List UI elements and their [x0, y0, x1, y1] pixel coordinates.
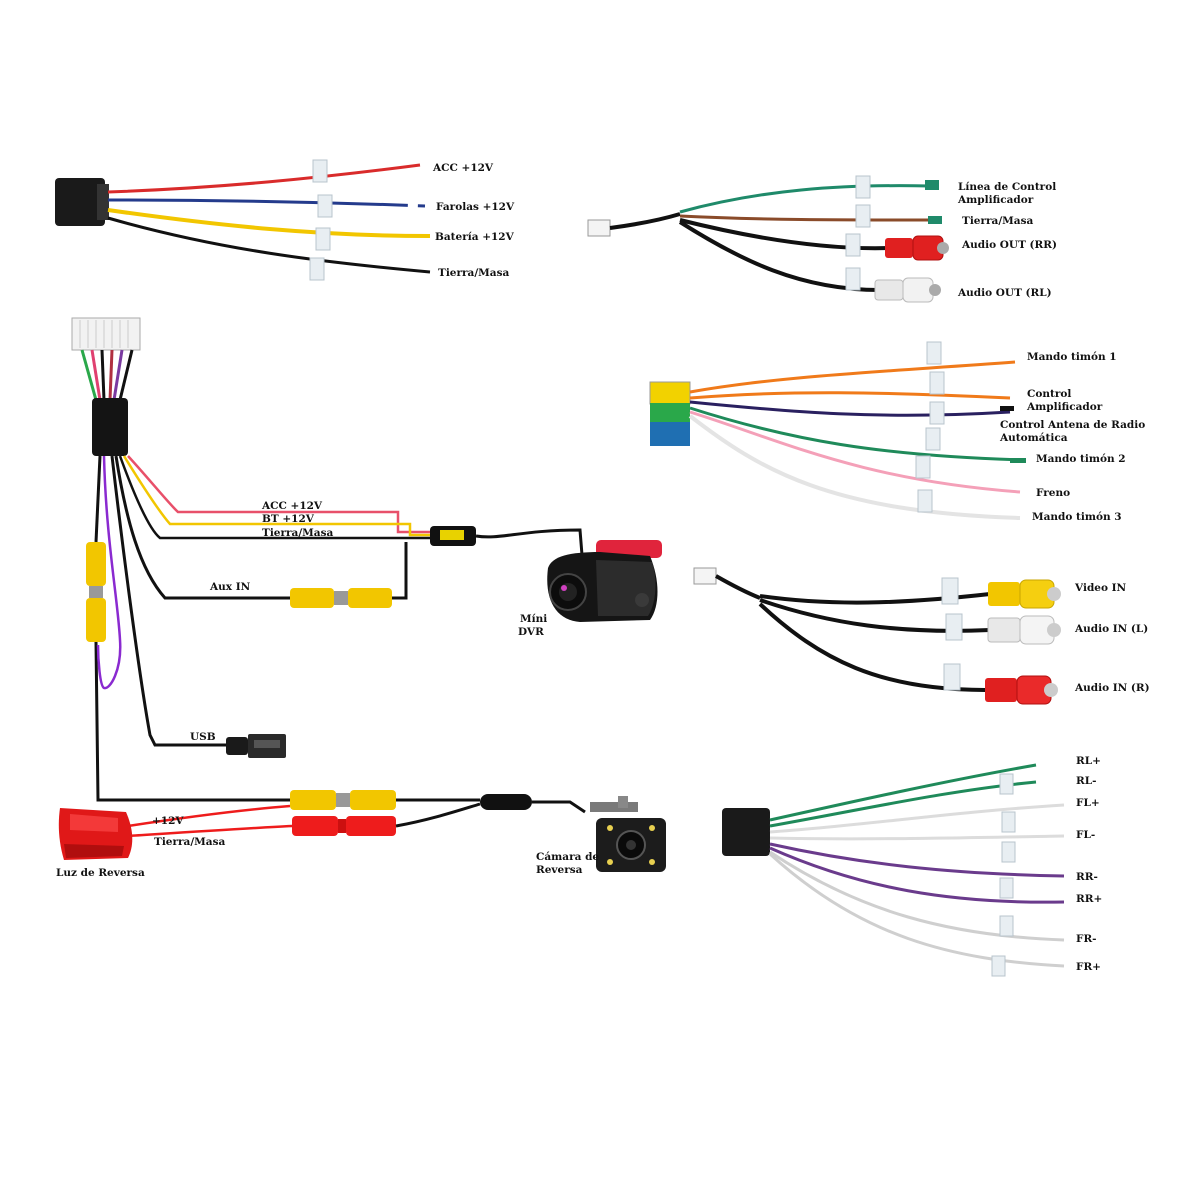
wire-fl-plus: [769, 803, 1065, 834]
amp-plug: [587, 219, 611, 237]
label-fr-plus: FR+: [1076, 961, 1101, 973]
label-mando-2: Mando timón 2: [1036, 453, 1126, 465]
label-video-in: Video IN: [1074, 582, 1127, 594]
label-rr-minus: RR-: [1076, 871, 1098, 883]
speaker-connector: [722, 808, 770, 856]
wire-control-line: [679, 184, 931, 214]
aux-rca-pair: [290, 588, 392, 608]
label-dvr-2: DVR: [518, 626, 544, 638]
label-rl-plus: RL+: [1076, 755, 1101, 767]
wire-antena: [689, 400, 1011, 417]
rca-video-in: [988, 579, 1061, 609]
wire-tierra: [107, 216, 431, 274]
label-farolas: Farolas +12V: [436, 201, 515, 213]
label-mando-3: Mando timón 3: [1032, 511, 1122, 523]
wire-fr-minus: [769, 850, 1065, 942]
label-control-amp: Control: [1027, 388, 1071, 400]
label-control-line-2: Amplificador: [957, 194, 1034, 206]
wire-mando-2: [689, 406, 1026, 462]
rca-audio-in-r: [985, 675, 1058, 705]
label-control-amp-2: Amplificador: [1026, 401, 1103, 413]
wire-farolas: [107, 198, 426, 208]
label-reverse-plus: +12V: [152, 815, 184, 827]
label-audio-in-r: Audio IN (R): [1074, 682, 1150, 694]
label-rr-plus: RR+: [1076, 893, 1102, 905]
label-usb: USB: [190, 731, 216, 743]
camera-rca-red: [292, 816, 396, 836]
wire-dvr-bt: [122, 455, 430, 537]
label-reverse-ground: Tierra/Masa: [154, 836, 226, 848]
main-connector: [71, 317, 141, 351]
wire-usb: [110, 455, 228, 747]
label-audio-out-rr: Audio OUT (RR): [961, 239, 1057, 251]
label-mando-1: Mando timón 1: [1027, 351, 1117, 363]
wire-purple: [96, 455, 122, 690]
amp-harness: Línea de Control Amplificador Tierra/Mas…: [587, 175, 1057, 303]
label-fl-plus: FL+: [1076, 797, 1100, 809]
video-rca-pair: [86, 542, 106, 642]
wire-reverse-plus: [127, 804, 291, 828]
control-harness: Mando timón 1 Control Amplificador Contr…: [649, 341, 1145, 523]
wire-rr: [679, 218, 891, 251]
main-sleeve: [92, 398, 128, 456]
label-tierra: Tierra/Masa: [438, 267, 510, 279]
power-connector: [55, 178, 105, 226]
wire-dvr-acc: [127, 455, 430, 534]
control-connector-green: [650, 403, 690, 423]
av-plug: [693, 567, 717, 585]
wire-rr-plus: [769, 846, 1065, 904]
wire-fl-minus: [769, 834, 1065, 841]
wire-control-amp: [689, 391, 1011, 400]
label-amp-ground: Tierra/Masa: [962, 215, 1034, 227]
wire-dvr-ground: [118, 455, 430, 540]
rca-audio-out-rr: [885, 235, 949, 261]
label-aux-in: Aux IN: [209, 581, 251, 593]
camera-cable-sleeve: [480, 794, 532, 810]
label-acc: ACC +12V: [432, 162, 494, 174]
label-dvr-ground: Tierra/Masa: [262, 527, 334, 539]
label-dvr-bt: BT +12V: [262, 513, 315, 525]
label-camera: Cámara de: [536, 851, 599, 863]
wire-rr-minus: [769, 842, 1065, 878]
wire-aux-in: [114, 455, 290, 600]
label-antena-2: Automática: [999, 432, 1068, 444]
reverse-light: [58, 808, 133, 860]
rca-audio-in-l: [987, 615, 1061, 645]
label-dvr-acc: ACC +12V: [261, 500, 323, 512]
power-harness: ACC +12V Farolas +12V Batería +12V Tierr…: [55, 159, 515, 281]
av-in-harness: Video IN Audio IN (L) Audio IN (R): [693, 567, 1150, 705]
speaker-harness: RL+ RL- FL+ FL- RR- RR+ FR- FR+: [722, 755, 1102, 977]
label-control-line: Línea de Control: [958, 181, 1056, 193]
label-reverse-light: Luz de Reversa: [56, 867, 145, 879]
wire-acc: [107, 163, 421, 194]
label-fl-minus: FL-: [1076, 829, 1095, 841]
control-connector-blue: [650, 422, 690, 446]
label-camera-2: Reversa: [536, 864, 583, 876]
usb-connector: [226, 734, 286, 758]
label-dvr: Míni: [520, 613, 547, 625]
mini-dvr-camera: [547, 540, 662, 622]
wire-mando-3: [688, 414, 1021, 520]
wire-bateria: [107, 208, 431, 238]
label-audio-in-l: Audio IN (L): [1074, 623, 1148, 635]
label-bateria: Batería +12V: [435, 231, 515, 243]
wire-reverse-ground: [127, 824, 293, 838]
label-freno: Freno: [1036, 487, 1070, 499]
control-connector-yellow: [649, 381, 691, 405]
camera-rca-yellow: [290, 790, 396, 810]
main-harness: [58, 317, 586, 860]
reverse-camera: [590, 796, 666, 872]
wire-mando-1: [689, 360, 1016, 394]
wire-rl-plus: [769, 763, 1037, 822]
wire-amp-ground: [679, 214, 931, 222]
label-antena: Control Antena de Radio: [1000, 419, 1145, 431]
label-audio-out-rl: Audio OUT (RL): [957, 287, 1052, 299]
label-rl-minus: RL-: [1076, 775, 1096, 787]
rca-audio-out-rl: [874, 277, 941, 303]
label-fr-minus: FR-: [1076, 933, 1097, 945]
wire-fr-plus: [768, 852, 1065, 968]
wire-freno: [689, 410, 1021, 494]
